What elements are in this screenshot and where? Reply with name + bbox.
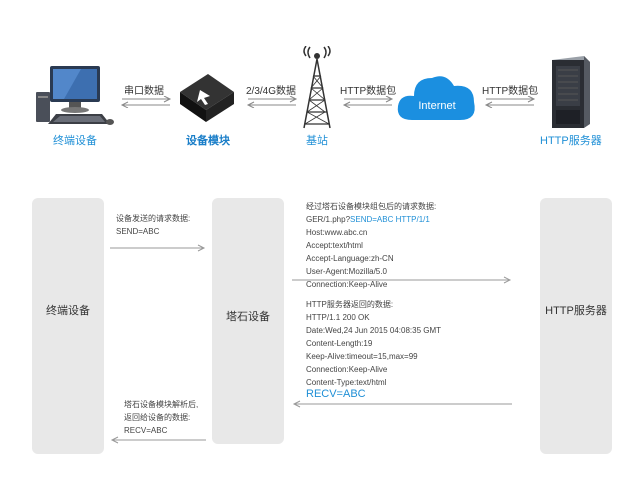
terminal-label: 终端设备 <box>53 135 97 147</box>
lane-tashi-device: 塔石设备 <box>212 198 284 444</box>
station-label: 基站 <box>306 135 328 147</box>
link3-label: HTTP数据包 <box>340 86 397 97</box>
request-header: User-Agent:Mozilla/5.0 <box>306 267 387 276</box>
bidirectional-arrow-icon <box>484 96 536 108</box>
left-arrow-icon <box>292 400 512 408</box>
send-title: 设备发送的请求数据: <box>116 214 191 223</box>
lane-server-label: HTTP服务器 <box>545 305 607 317</box>
lane-tashi-label: 塔石设备 <box>226 311 270 323</box>
server-label: HTTP服务器 <box>540 135 602 147</box>
lane-http-server: HTTP服务器 <box>540 198 612 454</box>
return-line: 塔石设备模块解析后, <box>124 400 199 409</box>
bidirectional-arrow-icon <box>246 96 298 108</box>
link2-label: 2/3/4G数据 <box>246 86 297 97</box>
request-header: Host:www.abc.cn <box>306 228 368 237</box>
lane-terminal: 终端设备 <box>32 198 104 454</box>
right-arrow-icon <box>292 276 512 284</box>
request-line: GER/1.php?SEND=ABC HTTP/1/1 <box>306 215 430 224</box>
send-message: 设备发送的请求数据: SEND=ABC <box>116 212 190 238</box>
send-value: SEND=ABC <box>116 227 160 236</box>
response-line: Content-Type:text/html <box>306 378 387 387</box>
return-line: 返回给设备的数据: <box>124 413 191 422</box>
response-line: Date:Wed,24 Jun 2015 04:08:35 GMT <box>306 326 442 335</box>
return-line: RECV=ABC <box>124 426 168 435</box>
request-header: Connection:Keep-Alive <box>306 280 388 289</box>
recv-value: RECV=ABC <box>306 388 366 400</box>
response-line: Keep-Alive:timeout=15,max=99 <box>306 352 418 361</box>
response-line: Connection:Keep-Alive <box>306 365 388 374</box>
module-label: 设备模块 <box>186 135 230 147</box>
return-message: 塔石设备模块解析后, 返回给设备的数据: RECV=ABC <box>124 398 198 437</box>
bidirectional-arrow-icon <box>342 96 394 108</box>
chip-module-icon <box>180 74 234 122</box>
request-title: 经过塔石设备模块组包后的请求数据: <box>306 202 437 211</box>
request-message: 经过塔石设备模块组包后的请求数据: GER/1.php?SEND=ABC HTT… <box>306 200 436 291</box>
lane-terminal-label: 终端设备 <box>46 305 90 317</box>
response-message: HTTP服务器返回的数据: HTTP/1.1 200 OK Date:Wed,2… <box>306 298 441 389</box>
request-header: Accept:text/html <box>306 241 363 250</box>
response-line: HTTP/1.1 200 OK <box>306 313 370 322</box>
cloud-icon <box>397 76 475 120</box>
response-line: Content-Length:19 <box>306 339 373 348</box>
link1-label: 串口数据 <box>124 86 164 97</box>
tower-icon <box>303 46 331 129</box>
computer-icon <box>36 66 114 125</box>
response-line: HTTP服务器返回的数据: <box>306 300 394 309</box>
right-arrow-icon <box>110 244 206 252</box>
left-arrow-icon <box>110 436 206 444</box>
server-icon <box>552 56 590 128</box>
request-header: Accept-Language:zh-CN <box>306 254 394 263</box>
internet-label: Internet <box>418 100 456 112</box>
bidirectional-arrow-icon <box>120 96 172 108</box>
link4-label: HTTP数据包 <box>482 86 539 97</box>
